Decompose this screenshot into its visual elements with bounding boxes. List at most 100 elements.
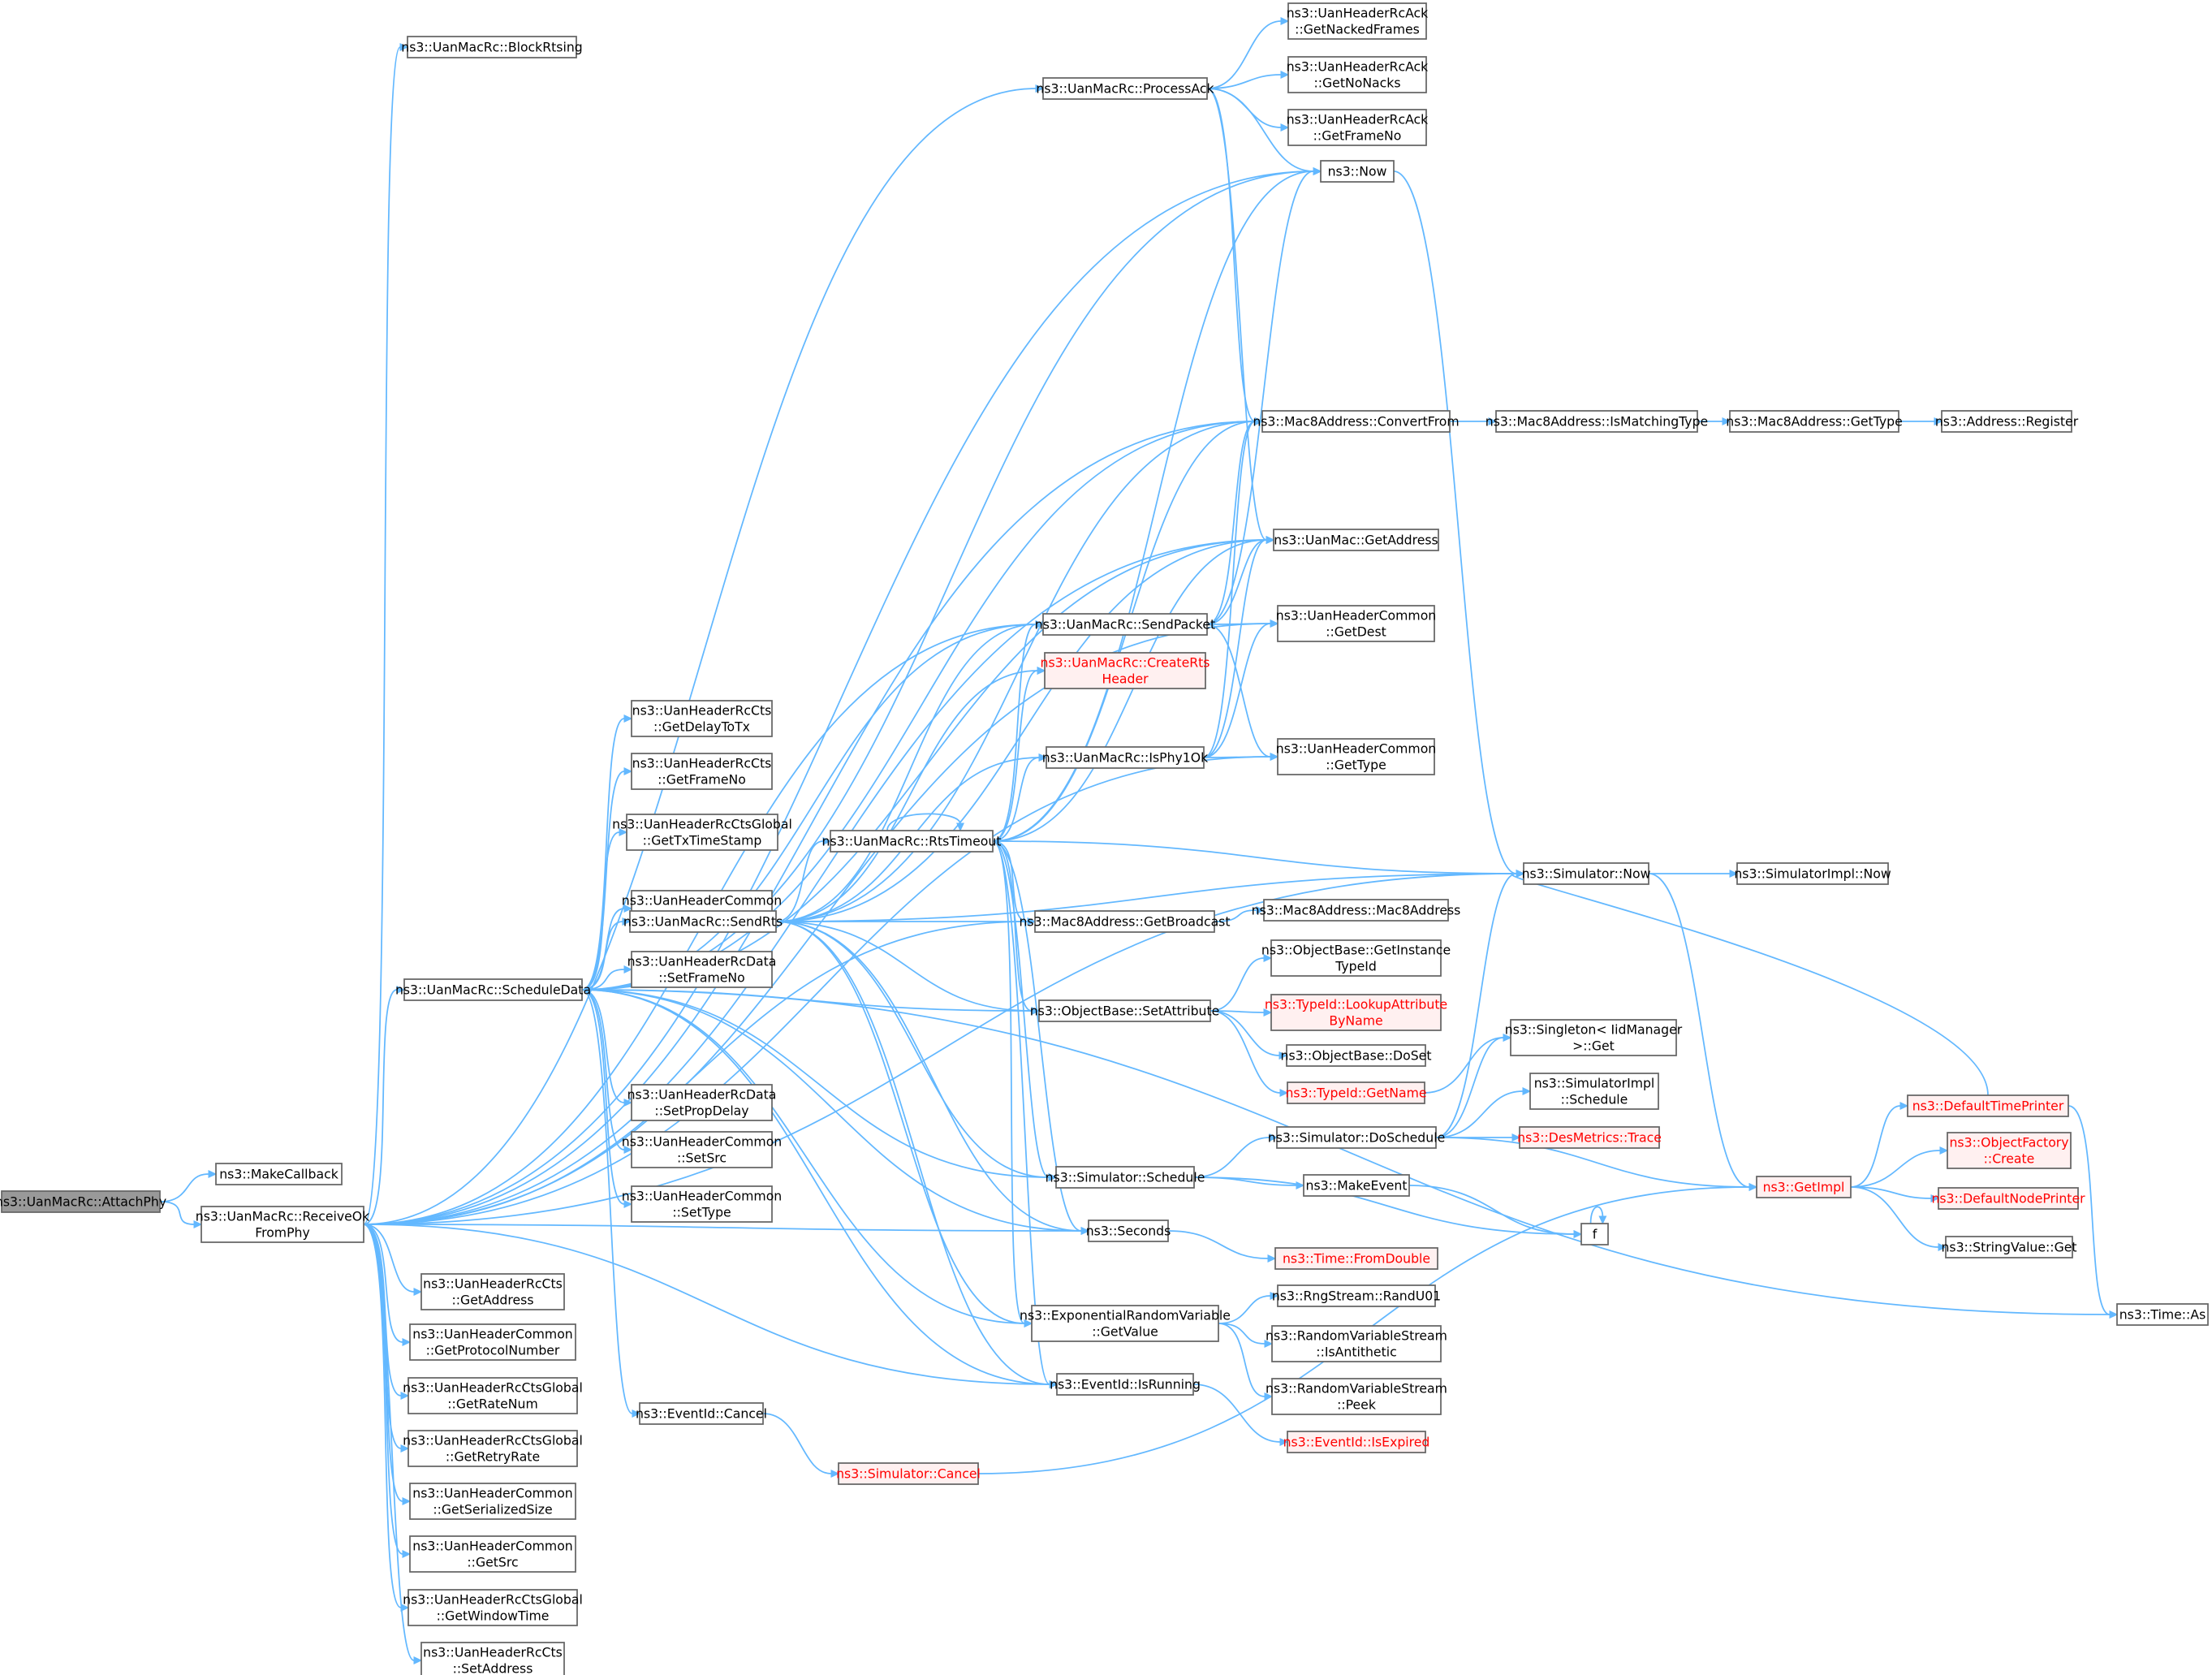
node-label: ns3::StringValue::Get bbox=[1941, 1240, 2076, 1255]
call-edge bbox=[1214, 906, 1266, 922]
node-getaddress[interactable]: ns3::UanMac::GetAddress bbox=[1273, 529, 1439, 551]
node-label: ::GetRateNum bbox=[447, 1397, 537, 1412]
node-label: ns3::UanMacRc::ProcessAck bbox=[1036, 81, 1214, 97]
node-getname[interactable]: ns3::TypeId::GetName bbox=[1285, 1081, 1427, 1104]
node-settype[interactable]: ns3::UanHeaderCommon::SetType bbox=[622, 1185, 782, 1223]
node-label: ::GetTxTimeStamp bbox=[643, 833, 762, 848]
node-setprop[interactable]: ns3::UanHeaderRcData::SetPropDelay bbox=[627, 1084, 777, 1121]
node-getproto[interactable]: ns3::UanHeaderCommon::GetProtocolNumber bbox=[409, 1323, 576, 1361]
node-fromdouble[interactable]: ns3::Time::FromDouble bbox=[1274, 1247, 1438, 1270]
node-gettype[interactable]: ns3::UanHeaderCommon::GetType bbox=[1276, 738, 1436, 775]
node-mac8ctor[interactable]: ns3::Mac8Address::Mac8Address bbox=[1252, 899, 1461, 922]
call-edge bbox=[363, 1224, 1090, 1235]
call-edge bbox=[1206, 624, 1279, 761]
node-desmetrics[interactable]: ns3::DesMetrics::Trace bbox=[1517, 1126, 1662, 1149]
node-objfactory[interactable]: ns3::ObjectFactory::Create bbox=[1947, 1132, 2072, 1169]
call-edge bbox=[581, 828, 628, 991]
node-convfrom[interactable]: ns3::Mac8Address::ConvertFrom bbox=[1253, 410, 1460, 433]
node-label: ns3::UanHeaderCommon bbox=[1276, 741, 1436, 757]
node-setattr[interactable]: ns3::ObjectBase::SetAttribute bbox=[1030, 999, 1220, 1022]
call-edge bbox=[1209, 1010, 1288, 1060]
node-seconds[interactable]: ns3::Seconds bbox=[1086, 1220, 1171, 1242]
node-rtstimeout[interactable]: ns3::UanMacRc::RtsTimeout bbox=[822, 830, 1002, 853]
call-edge bbox=[1435, 1034, 1512, 1138]
node-procack[interactable]: ns3::UanMacRc::ProcessAck bbox=[1036, 77, 1215, 100]
call-edge bbox=[363, 167, 1322, 1225]
node-getbcast[interactable]: ns3::Mac8Address::GetBroadcast bbox=[1019, 910, 1231, 933]
node-label: ::Schedule bbox=[1561, 1092, 1628, 1107]
node-label: ns3::UanHeaderCommon bbox=[622, 1134, 782, 1150]
node-expget[interactable]: ns3::ExponentialRandomVariable::GetValue bbox=[1020, 1305, 1231, 1342]
node-getdest[interactable]: ns3::UanHeaderCommon::GetDest bbox=[1276, 605, 1436, 642]
node-simimplnow[interactable]: ns3::SimulatorImpl::Now bbox=[1734, 862, 1891, 885]
node-label: ::SetSrc bbox=[677, 1150, 727, 1166]
node-sendpacket[interactable]: ns3::UanMacRc::SendPacket bbox=[1035, 613, 1215, 636]
node-label: ns3::UanHeaderCommon bbox=[1276, 608, 1436, 624]
node-label: ns3::Mac8Address::GetType bbox=[1726, 414, 1902, 430]
call-edge bbox=[1850, 1186, 1940, 1202]
node-getretry[interactable]: ns3::UanHeaderRcCtsGlobal::GetRetryRate bbox=[403, 1430, 583, 1467]
node-ismatching[interactable]: ns3::Mac8Address::IsMatchingType bbox=[1485, 410, 1708, 433]
node-getwin[interactable]: ns3::UanHeaderRcCtsGlobal::GetWindowTime bbox=[403, 1589, 583, 1626]
call-edge bbox=[762, 1413, 840, 1478]
node-peek[interactable]: ns3::RandomVariableStream::Peek bbox=[1266, 1378, 1447, 1415]
node-getdelay[interactable]: ns3::UanHeaderRcCts::GetDelayToTx bbox=[631, 700, 773, 737]
call-edge bbox=[1193, 1133, 1278, 1178]
node-singleton[interactable]: ns3::Singleton< IidManager>::Get bbox=[1505, 1019, 1683, 1056]
node-getsersize[interactable]: ns3::UanHeaderCommon::GetSerializedSize bbox=[409, 1483, 576, 1520]
node-label: ::IsAntithetic bbox=[1316, 1345, 1396, 1360]
node-gettypemac[interactable]: ns3::Mac8Address::GetType bbox=[1726, 410, 1903, 433]
node-sendrts[interactable]: ns3::UanMacRc::SendRts bbox=[623, 910, 783, 933]
node-getframenoack[interactable]: ns3::UanHeaderRcAck::GetFrameNo bbox=[1287, 109, 1429, 146]
call-edge bbox=[992, 840, 1033, 1327]
node-getsrc[interactable]: ns3::UanHeaderCommon::GetSrc bbox=[409, 1535, 576, 1573]
node-block[interactable]: ns3::UanMacRc::BlockRtsing bbox=[401, 36, 583, 58]
node-setframeno[interactable]: ns3::UanHeaderRcData::SetFrameNo bbox=[627, 951, 777, 988]
node-simsched[interactable]: ns3::Simulator::Schedule bbox=[1046, 1166, 1205, 1189]
node-randu01[interactable]: ns3::RngStream::RandU01 bbox=[1272, 1284, 1441, 1307]
call-edge bbox=[581, 767, 633, 991]
node-label: ns3::Mac8Address::IsMatchingType bbox=[1485, 414, 1708, 430]
node-sched[interactable]: ns3::UanMacRc::ScheduleData bbox=[395, 978, 591, 1001]
node-evcancel[interactable]: ns3::EventId::Cancel bbox=[636, 1402, 767, 1425]
node-gettxts[interactable]: ns3::UanHeaderRcCtsGlobal::GetTxTimeStam… bbox=[612, 814, 792, 851]
node-setaddrcts[interactable]: ns3::UanHeaderRcCts::SetAddress bbox=[420, 1642, 565, 1675]
node-getratenum[interactable]: ns3::UanHeaderRcCtsGlobal::GetRateNum bbox=[403, 1377, 583, 1414]
node-deftimeprinter[interactable]: ns3::DefaultTimePrinter bbox=[1907, 1094, 2069, 1117]
node-label: FromPhy bbox=[255, 1225, 310, 1241]
call-edge bbox=[581, 714, 633, 991]
node-setsrc[interactable]: ns3::UanHeaderCommon::SetSrc bbox=[622, 1131, 782, 1168]
node-getnonacks[interactable]: ns3::UanHeaderRcAck::GetNoNacks bbox=[1287, 56, 1429, 93]
node-register[interactable]: ns3::Address::Register bbox=[1935, 410, 2079, 433]
node-simnow[interactable]: ns3::Simulator::Now bbox=[1522, 862, 1651, 885]
node-isrunning[interactable]: ns3::EventId::IsRunning bbox=[1050, 1373, 1201, 1396]
node-makecb[interactable]: ns3::MakeCallback bbox=[215, 1163, 343, 1185]
node-doset[interactable]: ns3::ObjectBase::DoSet bbox=[1281, 1044, 1432, 1067]
node-makeevent[interactable]: ns3::MakeEvent bbox=[1303, 1174, 1410, 1197]
node-strget[interactable]: ns3::StringValue::Get bbox=[1941, 1236, 2077, 1258]
node-now[interactable]: ns3::Now bbox=[1320, 160, 1395, 183]
node-f[interactable]: f bbox=[1580, 1223, 1609, 1245]
node-implsched[interactable]: ns3::SimulatorImpl::Schedule bbox=[1529, 1073, 1659, 1110]
node-label: ::GetFrameNo bbox=[1313, 128, 1402, 144]
node-defnodeprinter[interactable]: ns3::DefaultNodePrinter bbox=[1931, 1187, 2085, 1210]
node-getaddrcts[interactable]: ns3::UanHeaderRcCts::GetAddress bbox=[420, 1273, 565, 1310]
node-label: ns3::UanHeaderCommon bbox=[412, 1486, 572, 1501]
node-getnacked[interactable]: ns3::UanHeaderRcAck::GetNackedFrames bbox=[1287, 2, 1429, 40]
node-getframenocts[interactable]: ns3::UanHeaderRcCts::GetFrameNo bbox=[631, 753, 773, 790]
node-timeas[interactable]: ns3::Time::As bbox=[2116, 1303, 2209, 1326]
node-isphy[interactable]: ns3::UanMacRc::IsPhy1Ok bbox=[1042, 746, 1209, 769]
node-doschedule[interactable]: ns3::Simulator::DoSchedule bbox=[1268, 1126, 1445, 1149]
node-isexpired[interactable]: ns3::EventId::IsExpired bbox=[1283, 1431, 1430, 1453]
node-attach[interactable]: ns3::UanMacRc::AttachPhy bbox=[0, 1190, 166, 1213]
node-getimpl[interactable]: ns3::GetImpl bbox=[1756, 1176, 1852, 1198]
node-isanti[interactable]: ns3::RandomVariableStream::IsAntithetic bbox=[1266, 1325, 1447, 1362]
node-simcancel[interactable]: ns3::Simulator::Cancel bbox=[836, 1462, 981, 1485]
node-label: ns3::Singleton< IidManager bbox=[1505, 1022, 1683, 1038]
